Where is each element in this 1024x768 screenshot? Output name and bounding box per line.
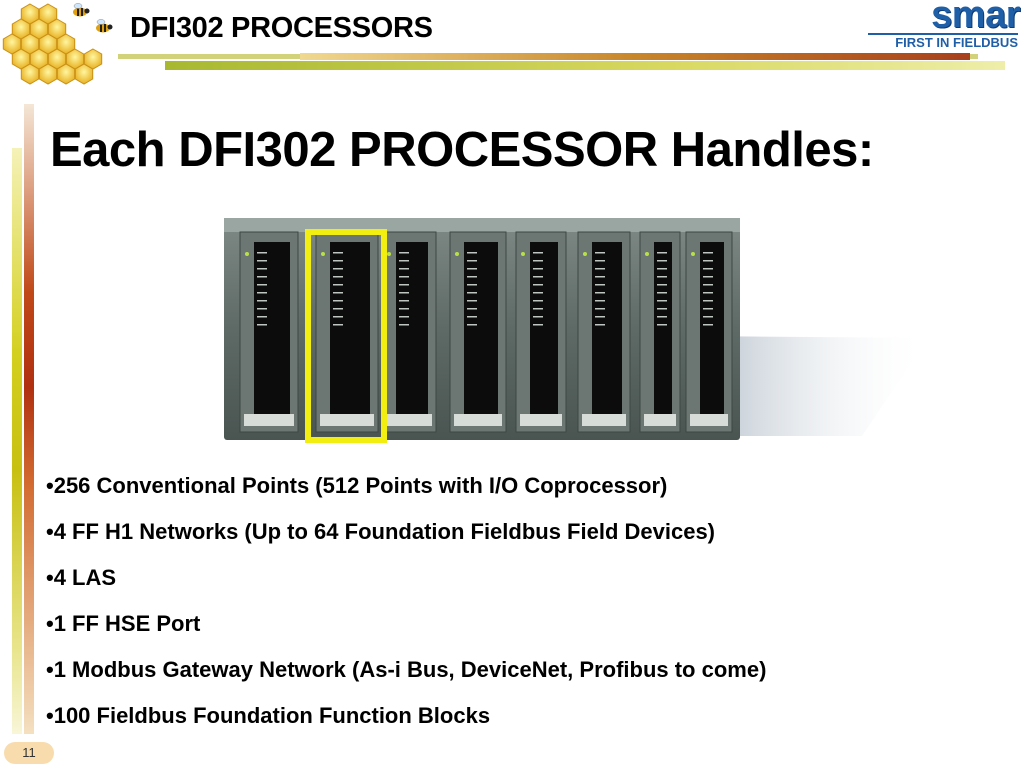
logo-brand: smar bbox=[931, 0, 1020, 36]
honeycomb-icon bbox=[2, 3, 113, 85]
decorative-stripe-yellow bbox=[12, 148, 22, 734]
rack-module bbox=[315, 231, 379, 433]
rack-module bbox=[239, 231, 299, 433]
logo-tagline: FIRST IN FIELDBUS bbox=[895, 35, 1018, 50]
decorative-stripe-red bbox=[24, 104, 34, 734]
header-underline-bar bbox=[165, 61, 1005, 70]
bullet-item: •256 Conventional Points (512 Points wit… bbox=[46, 473, 668, 498]
slide-title: Each DFI302 PROCESSOR Handles: bbox=[50, 123, 874, 177]
rack-module bbox=[515, 231, 567, 433]
logo-divider bbox=[868, 33, 1018, 35]
header-title: DFI302 PROCESSORS bbox=[130, 12, 433, 44]
bullet-item: •4 LAS bbox=[46, 565, 117, 590]
smar-logo: smar FIRST IN FIELDBUS bbox=[866, 0, 1022, 54]
bee-icon bbox=[96, 19, 113, 33]
header-accent-bar bbox=[300, 53, 970, 60]
rack-module bbox=[685, 231, 733, 433]
bullet-item: •4 FF H1 Networks (Up to 64 Foundation F… bbox=[46, 519, 716, 544]
bullet-item: •1 Modbus Gateway Network (As-i Bus, Dev… bbox=[46, 657, 767, 682]
bullet-list: •256 Conventional Points (512 Points wit… bbox=[46, 472, 766, 748]
bullet-item: •1 FF HSE Port bbox=[46, 611, 201, 636]
rack-module bbox=[449, 231, 507, 433]
rack-module bbox=[577, 231, 631, 433]
rack-module bbox=[639, 231, 681, 433]
dfi302-rack-image bbox=[224, 218, 928, 443]
rack-module bbox=[381, 231, 437, 433]
bee-icon bbox=[73, 3, 90, 17]
bullet-item: •100 Fieldbus Foundation Function Blocks bbox=[46, 703, 491, 728]
slide-number: 11 bbox=[4, 742, 54, 764]
